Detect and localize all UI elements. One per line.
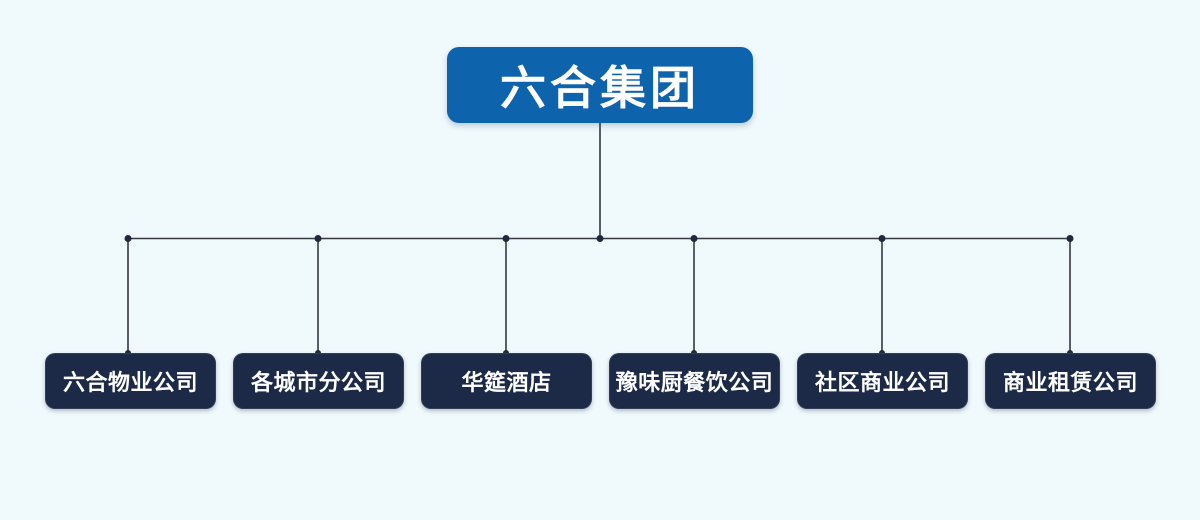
org-node-label: 各城市分公司 xyxy=(250,370,386,395)
org-node-catering-company[interactable]: 豫味厨餐饮公司 xyxy=(609,353,780,409)
org-node-commercial-leasing[interactable]: 商业租赁公司 xyxy=(985,353,1156,409)
org-node-label: 社区商业公司 xyxy=(814,370,950,395)
org-node-label: 六合物业公司 xyxy=(62,370,198,395)
org-node-root[interactable]: 六合集团 xyxy=(447,47,753,123)
org-node-community-business[interactable]: 社区商业公司 xyxy=(797,353,968,409)
org-node-label: 豫味厨餐饮公司 xyxy=(615,370,774,395)
org-node-label: 商业租赁公司 xyxy=(1002,370,1138,395)
org-node-city-branches[interactable]: 各城市分公司 xyxy=(233,353,404,409)
org-node-hotel[interactable]: 华筵酒店 xyxy=(421,353,592,409)
org-node-root-label: 六合集团 xyxy=(500,62,700,114)
org-node-property-company[interactable]: 六合物业公司 xyxy=(45,353,216,409)
org-node-label: 华筵酒店 xyxy=(461,370,552,395)
